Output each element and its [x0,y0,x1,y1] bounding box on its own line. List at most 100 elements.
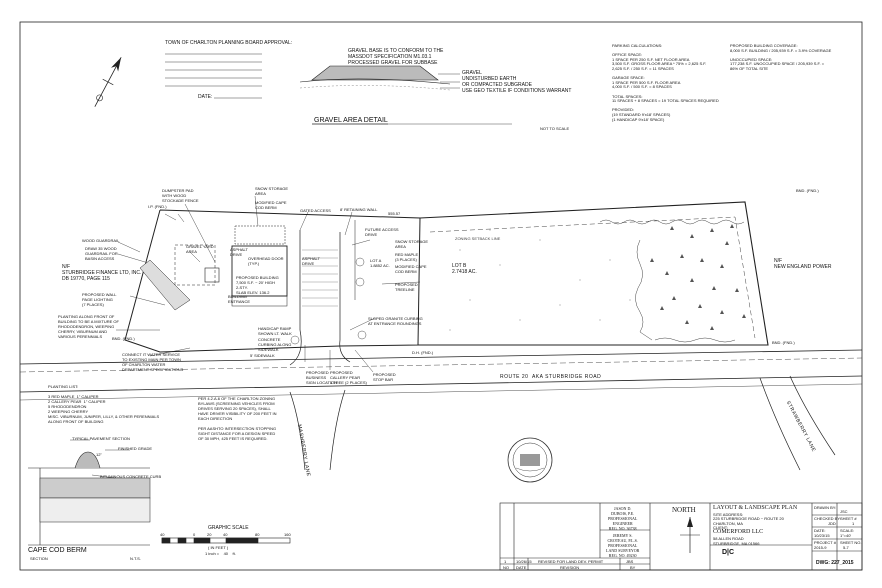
checked-value: JDD [828,521,836,526]
label-proposed-sign: PROPOSED BUSINESS SIGN LOCATION [306,370,338,385]
gravel-detail-scale: NOT TO SCALE [540,126,570,131]
lot-b-stipple [449,229,631,331]
label-lot-b: LOT B 2.7418 AC. [452,263,477,275]
date-value: 10/23/15 [814,533,830,538]
access-drive [299,230,341,340]
berm-title: CAPE COD BERM [28,547,87,554]
sheet-no-value: 5-7 [843,545,849,550]
gravel-detail-title: GRAVEL AREA DETAIL [314,117,388,124]
snow-storage-area [234,225,286,245]
scale-tick-20: 20 [207,532,212,537]
berm-nts: N.T.S. [130,556,141,561]
client-label: CLIENT: [713,525,728,530]
treeline [599,219,745,343]
drawn-by: JSC [840,509,848,514]
label-red-maple: RED MAPLE (3 PLACES) [395,252,419,262]
graphic-scale-ratio: 1 inch = 40 ft. [205,551,236,556]
approval-title: TOWN OF CHARLTON PLANNING BOARD APPROVAL… [165,40,293,46]
sight-distance-note: PER 4.2.A.6 OF THE CHARLTON ZONING BYLAW… [198,396,277,441]
fnd-label-5: BND. (FND.) [772,340,795,345]
berm-dim: 12" [96,452,102,457]
label-overhead-door: OVERHEAD DOOR (TYP.) [248,256,284,266]
fnd-label-1: I.P. (FND.) [148,204,167,209]
label-stop-bar: PROPOSED STOP BAR [373,372,396,382]
berm-section-label: TYPICAL PAVEMENT SECTION [72,436,130,441]
label-asphalt-drive: ASPHALT DRIVE [230,247,248,257]
gravel-note: GRAVEL BASE IS TO CONFORM TO THE MASSDOT… [348,48,444,66]
mashberry-lane [289,389,346,471]
client-name: COMERFORD LLC [713,529,764,535]
graphic-scale-title: GRAPHIC SCALE [208,525,249,531]
label-zoning-setback: ZONING SETBACK LINE [455,236,501,241]
engineer-1-stamp: JASON D. DUBOIS, P.E. PROFESSIONAL ENGIN… [608,506,638,531]
zoning-setback-line [429,216,756,339]
label-building: PROPOSED BUILDING 7,500 S.F. ~ 20' HIGH … [236,275,279,295]
label-abutter-east: N/F NEW ENGLAND POWER [774,258,832,270]
label-planting-front: PLANTING ALONG FRONT OF BUILDING TO BE A… [58,314,119,339]
cape-cod-berm-drawing [28,439,151,546]
label-gated-access: GATED ACCESS [300,208,331,213]
label-modified-cape: MODIFIED CAPE COD BERM [255,200,287,210]
date-label: DATE: [814,528,826,533]
drawn-by-label: DRAWN BY: [814,505,837,510]
drainage-basin [139,259,191,311]
label-asphalt-drive-2: ASPHALT DRIVE [302,256,320,266]
plan-title: LAYOUT & LANDSCAPE PLAN [713,505,798,511]
fnd-label-2: BND. (FND.) [796,188,819,193]
label-future-access: FUTURE ACCESS DRIVE [365,227,399,237]
approval-date-label: DATE: [198,94,213,100]
label-retaining-wall: 8' RETAINING WALL [340,207,378,212]
engineer-seal-stamp [507,437,553,483]
berm-section: SECTION [30,556,48,561]
drawing-number: DWG: 227_2015 [816,560,854,566]
scale-tick-0: 0 [193,532,196,537]
label-swale: DRAW 35 WOOD GUARDRAIL FOR BASIN ACCESS [85,246,118,261]
dumpster-pad [204,267,220,283]
fnd-label-3: BND. (FND.) [112,336,135,341]
label-distance-top: 555.57 [388,211,401,216]
lot-a-site-features [139,213,367,366]
label-building-entrance: BUILDING ENTRANCE [228,294,251,304]
title-north-arrow-icon [680,517,700,553]
label-modified-cape-2: MODIFIED CAPE COD BERM [395,264,427,274]
leader-lines [116,195,421,373]
scale-tick-80: 80 [255,532,260,537]
label-route-20: ROUTE 20 AKA STURBRIDGE ROAD [500,374,602,380]
project-value: 2015-9 [814,545,827,550]
gravel-detail-drawing [299,65,512,125]
graphic-scale-bar [161,537,291,544]
sidewalk [231,295,288,307]
checked-label: CHECKED BY: [814,516,841,521]
sheet-border [19,21,863,571]
rev-header-by: BY [630,565,636,570]
scale-tick-40a: 40 [160,532,165,537]
sheet-label: SHEET # [840,516,857,521]
label-dumpster: DUMPSTER PAD WITH WOOD STOCKADE FENCE [162,188,199,203]
label-sloped-granite: SLOPED GRANITE CURBING AT ENTRANCE ROUND… [368,316,423,326]
north-arrow-icon [94,57,122,107]
label-handicap: HANDICAP RAMP SHOWN LT. WALK [258,326,292,336]
label-connect-water: CONNECT IT WATER SERVICE TO EXISTING MAI… [122,352,184,372]
fnd-label-4: D.H. (FND.) [412,350,434,355]
lot-b-boundary [418,201,769,346]
label-sidewalk: 5' SIDEWALK [250,353,275,358]
revision-by: JBS [626,559,634,564]
label-wood-guardrail: WOOD GUARDRAIL [82,238,120,243]
project-label: PROJECT # [814,540,836,545]
route-20-roadway [19,349,863,401]
sheet-no-label: SHEET NO. [840,540,862,545]
site-address: 225 STURBRIDGE ROAD ~ ROUTE 20 CHARLTON,… [713,516,784,526]
strawberry-lane [759,375,836,471]
rev-header-revision: REVISION [560,565,580,570]
north-label: NORTH [672,506,696,514]
approval-signature-lines [165,53,262,99]
scale-value: 1"=40' [840,533,852,538]
site-address-label: SITE ADDRESS: [713,512,744,517]
planting-list: PLANTING LIST: 3 RED MAPLE 1" CALIPER 2 … [48,384,160,424]
scale-label: SCALE: [840,528,855,533]
wooded-area-symbols [650,224,746,330]
label-concrete-curb: CONCRETE CURBING ALONG SIDEWALK [258,337,292,352]
revision-date: 10/26/15 [516,559,532,564]
